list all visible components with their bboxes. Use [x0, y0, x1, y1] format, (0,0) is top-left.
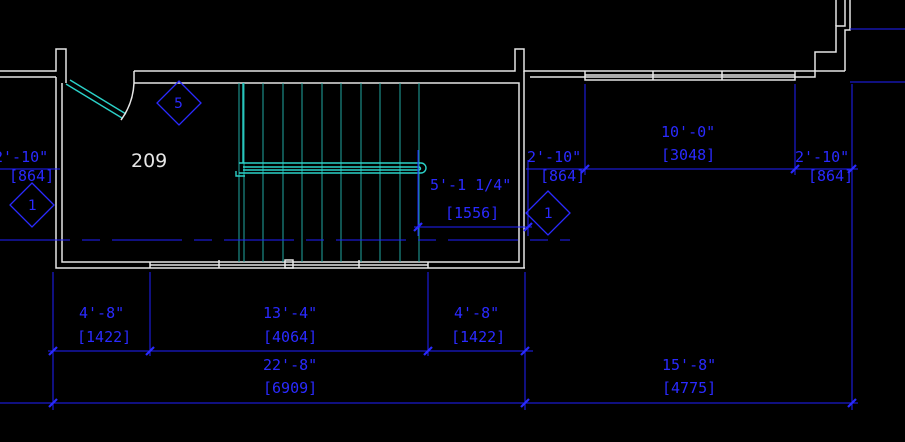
dim-right-overall-imperial: 15'-8" — [662, 356, 716, 374]
section-tag-right: 1 — [525, 190, 571, 236]
dim-seg1-metric: [1422] — [77, 328, 131, 346]
dim-overall-metric: [6909] — [263, 379, 317, 397]
walls — [0, 0, 851, 269]
dimension-lines — [0, 28, 905, 410]
dim-left-partial-metric: [864] — [9, 167, 54, 185]
dim-seg1-imperial: 4'-8" — [79, 304, 124, 322]
dim-overall-imperial: 22'-8" — [263, 356, 317, 374]
dim-seg3-imperial: 4'-8" — [454, 304, 499, 322]
room-number: 209 — [131, 150, 167, 172]
dim-landing-metric: [1556] — [445, 204, 499, 222]
dim-right-imperial: 2'-10" — [795, 148, 849, 166]
dim-mid-left-imperial: 2'-10" — [527, 148, 581, 166]
dim-upper-span-metric: [3048] — [661, 146, 715, 164]
dim-right-overall-metric: [4775] — [662, 379, 716, 397]
dim-mid-left-metric: [864] — [540, 167, 585, 185]
svg-text:5: 5 — [174, 96, 183, 112]
door-tag: 5 — [156, 80, 202, 126]
stair — [235, 83, 427, 262]
dimension-text: 2'-10" [864] 2'-10" [864] 10'-0" [3048] … — [0, 123, 853, 397]
section-tag-left: 1 — [9, 182, 55, 228]
dim-seg2-metric: [4064] — [263, 328, 317, 346]
dim-right-metric: [864] — [808, 167, 853, 185]
dim-seg3-metric: [1422] — [451, 328, 505, 346]
dim-seg2-imperial: 13'-4" — [263, 304, 317, 322]
svg-text:1: 1 — [544, 206, 553, 222]
svg-text:1: 1 — [28, 198, 37, 214]
dim-landing-imperial: 5'-1 1/4" — [430, 176, 511, 194]
dim-upper-span-imperial: 10'-0" — [661, 123, 715, 141]
dim-left-partial-imperial: 2'-10" — [0, 148, 48, 166]
